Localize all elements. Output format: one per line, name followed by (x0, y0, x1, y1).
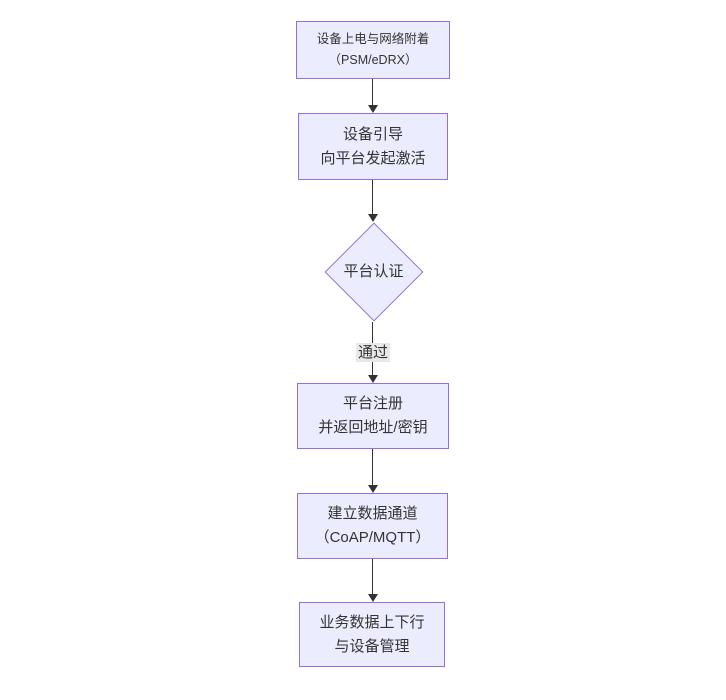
edge-register-to-channel (372, 449, 373, 485)
node-text-line: （CoAP/MQTT） (314, 529, 431, 546)
node-text-line: 并返回地址/密钥 (318, 419, 428, 436)
arrowhead-icon (368, 594, 378, 602)
node-text-line: （PSM/eDRX） (328, 53, 418, 67)
edge-bootstrap-to-auth (372, 180, 373, 214)
flow-node-platform-register: 平台注册 并返回地址/密钥 (297, 383, 449, 449)
node-text-line: 平台认证 (343, 263, 404, 280)
node-text-line: 业务数据上下行 (319, 613, 425, 631)
arrowhead-icon (368, 214, 378, 222)
node-text-line: 建立数据通道 (327, 505, 418, 522)
edge-power-to-bootstrap (372, 79, 373, 105)
flow-node-business-data: 业务数据上下行 与设备管理 (299, 602, 445, 667)
node-text-line: 平台注册 (342, 395, 403, 412)
arrowhead-icon (368, 485, 378, 493)
arrowhead-icon (368, 105, 378, 113)
flow-node-data-channel: 建立数据通道 （CoAP/MQTT） (297, 493, 448, 559)
flow-node-bootstrap: 设备引导 向平台发起激活 (298, 113, 448, 180)
decision-node-platform-auth: 平台认证 (324, 222, 423, 322)
edge-label-pass: 通过 (355, 343, 391, 362)
node-text-line: 向平台发起激活 (320, 149, 426, 167)
node-text-line: 与设备管理 (334, 637, 410, 655)
edge-channel-to-business (372, 559, 373, 594)
flow-node-power-attach: 设备上电与网络附着 （PSM/eDRX） (296, 21, 450, 79)
arrowhead-icon (368, 375, 378, 383)
node-text-line: 设备引导 (342, 125, 403, 143)
node-text-line: 设备上电与网络附着 (316, 32, 430, 46)
